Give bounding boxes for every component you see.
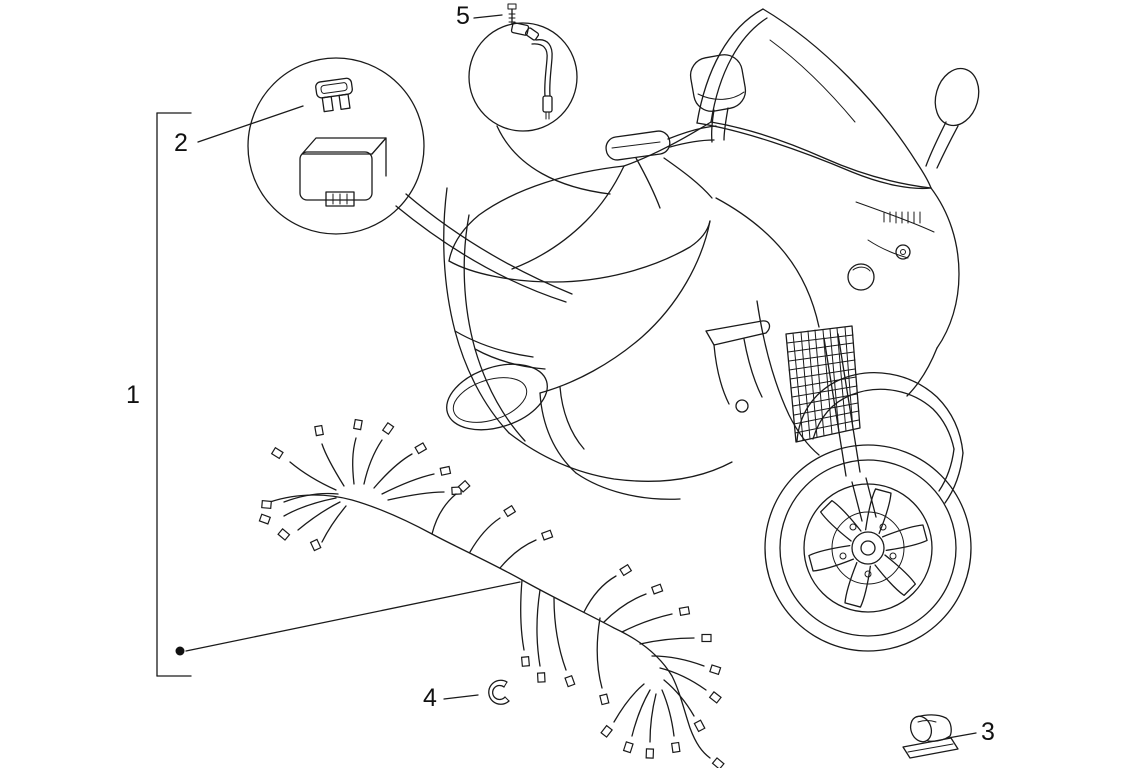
handlebar [605,125,717,209]
fuse-drawing [315,77,353,113]
front-fairing [847,187,960,397]
radiator-grille [785,325,861,443]
front-wheel [764,444,972,652]
part-label-3: 3 [981,718,995,746]
muffler [446,363,548,431]
windshield [696,8,932,190]
body-panels [443,121,820,500]
part-4-clip: 4 [423,679,510,712]
clamp-drawing [902,714,959,759]
callout-part-1: 1 [126,112,521,677]
footrest-bracket [705,320,771,413]
screw-drawing [507,3,517,25]
callout-part-2: 2 [174,57,573,303]
right-mirror [925,67,980,169]
scooter-illustration [443,8,980,652]
part-label-1: 1 [126,381,140,409]
ecu-drawing [299,137,387,207]
part-label-2: 2 [174,129,188,157]
wiring-harness [258,418,725,768]
callout-bubble [468,22,578,132]
leader-dot [175,646,185,656]
part-3-clamp: 3 [902,714,995,759]
clip-drawing [488,679,510,705]
part-label-4: 4 [423,684,437,712]
front-fender [796,372,964,504]
callout-part-5: 5 [456,2,611,195]
callout-bubble [247,57,425,235]
part-label-5: 5 [456,2,470,30]
sensor-cable-drawing [510,22,553,120]
